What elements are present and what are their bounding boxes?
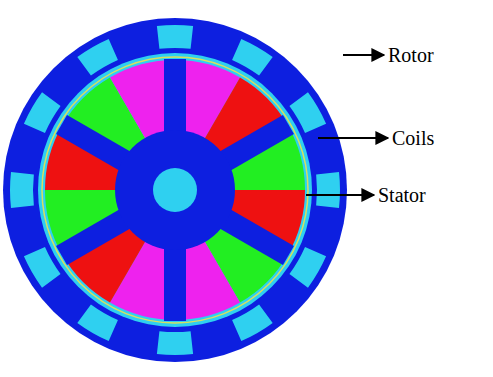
leader-arrow xyxy=(318,137,388,139)
part-label: Stator xyxy=(378,183,426,207)
stator-core xyxy=(115,130,235,250)
motor xyxy=(3,18,347,362)
air-gap xyxy=(38,53,312,327)
rotor-slot xyxy=(157,25,193,49)
rotor-slot xyxy=(10,172,34,208)
leader-arrow xyxy=(343,54,384,56)
leader-arrow xyxy=(306,194,374,196)
rotor-slot xyxy=(157,331,193,355)
shaft xyxy=(153,168,197,212)
part-label: Coils xyxy=(392,126,434,150)
air-gap-line xyxy=(42,57,308,323)
part-label: Rotor xyxy=(388,43,434,67)
rotor-slot xyxy=(316,172,340,208)
rotor xyxy=(3,18,347,362)
